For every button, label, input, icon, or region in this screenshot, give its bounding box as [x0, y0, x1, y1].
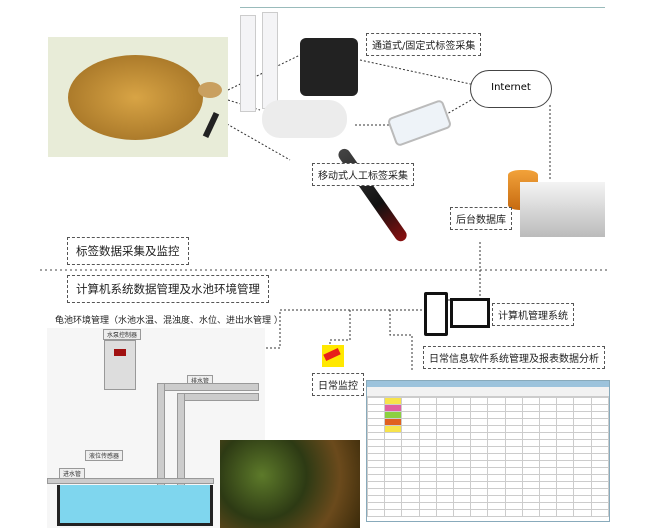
- label-pool-env: 龟池环境管理（水池水温、混浊度、水位、进出水管理 ）: [55, 316, 283, 326]
- label-level-sensor: 液位传感器: [85, 450, 124, 461]
- table-row: [366, 439, 610, 447]
- pump-controller-box: [104, 340, 136, 390]
- turtle-photo: [48, 37, 228, 157]
- internet-label: Internet: [491, 82, 531, 93]
- server-icon: [520, 182, 605, 237]
- label-daily-software: 日常信息软件系统管理及报表数据分析: [423, 346, 605, 369]
- table-row: [366, 418, 610, 426]
- pool-water: [57, 485, 213, 526]
- table-row: [366, 488, 610, 496]
- table-row: [366, 432, 610, 440]
- software-screenshot: [366, 380, 610, 522]
- handheld-reader: [262, 100, 347, 138]
- table-row: [366, 474, 610, 482]
- turtles-photo: [220, 440, 360, 528]
- label-mobile-capture: 移动式人工标签采集: [312, 163, 414, 186]
- gate-reader-left: [240, 15, 256, 112]
- table-row: [366, 453, 610, 461]
- table-row: [366, 495, 610, 503]
- table-row: [366, 397, 610, 405]
- label-database: 后台数据库: [450, 207, 512, 230]
- label-daily-monitor: 日常监控: [312, 373, 364, 396]
- computer-tower-icon: [424, 292, 448, 336]
- table-row: [366, 509, 610, 517]
- label-fixed-capture: 通道式/固定式标签采集: [366, 33, 482, 56]
- top-rule: [240, 7, 605, 8]
- label-pump-controller: 水泵控制器: [103, 329, 142, 340]
- table-row: [366, 502, 610, 510]
- table-row: [366, 481, 610, 489]
- label-computer-system: 计算机管理系统: [492, 303, 574, 326]
- pool-diagram: 水泵控制器 排水管 液位传感器 进水管: [47, 328, 265, 528]
- table-row: [366, 425, 610, 433]
- table-row: [366, 467, 610, 475]
- monitor-icon: [450, 298, 490, 328]
- section-computer-pool-mgmt: 计算机系统数据管理及水池环境管理: [67, 275, 269, 303]
- gate-reader-right: [262, 12, 278, 109]
- section-tag-monitoring: 标签数据采集及监控: [67, 237, 189, 265]
- camera-icon: [322, 345, 344, 367]
- internet-cloud: Internet: [470, 70, 552, 108]
- table-row: [366, 411, 610, 419]
- table-row: [366, 404, 610, 412]
- table-row: [366, 446, 610, 454]
- table-row: [366, 460, 610, 468]
- fixed-reader-device: [300, 38, 358, 96]
